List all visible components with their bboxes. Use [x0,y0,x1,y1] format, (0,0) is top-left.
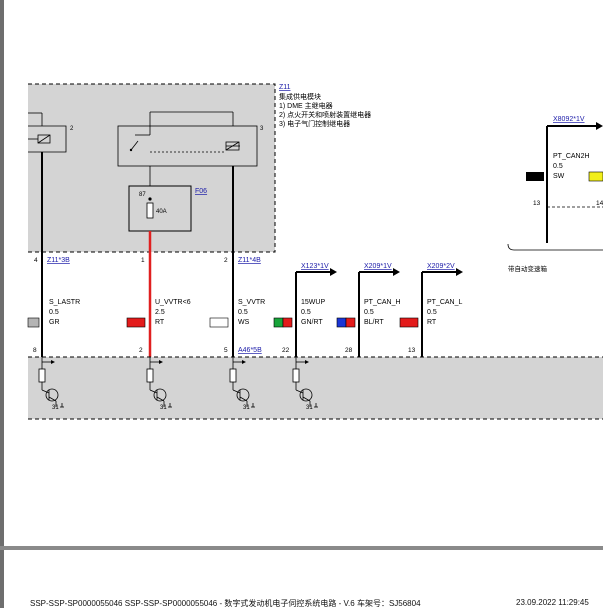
svg-text:RT: RT [155,319,165,326]
wire-3-bottom-conn-link[interactable]: A46*5B [238,347,262,354]
wire-6-label: PT_CAN_L 0.5 RT [427,299,463,326]
relay-left-pin: 2 [70,126,74,132]
side-wire-swatch-yellow [588,171,603,182]
footer-date: 23.09.2022 11:29:45 [516,598,589,607]
svg-text:PT_CAN2H: PT_CAN2H [553,153,590,160]
footer-text: SSP-SSP-SP0000055046 SSP-SSP-SP000005504… [30,599,421,608]
power-module-box [28,84,275,252]
wire-3-label: S_VVTR 0.5 WS [238,299,265,326]
wire-3-bottom-pin: 5 [224,347,228,354]
wire-5-bottom-pin: 28 [345,347,353,354]
page-footer: SSP-SSP-SP0000055046 SSP-SSP-SP000005504… [30,598,603,608]
wire-4-label: 15WUP 0.5 GN/RT [301,299,325,326]
option-bracket [507,243,603,251]
fuse-ref-link[interactable]: F06 [195,188,207,195]
wire-3-color-swatch-red [282,317,293,328]
svg-text:15WUP: 15WUP [301,299,325,306]
ground-label-1: 31 [52,405,59,411]
svg-text:0.5: 0.5 [301,309,311,316]
relay-left-coil-icon [37,134,51,144]
relay-switch-icon [130,140,139,151]
connector-x123-arrow-icon [296,268,337,276]
relay-left-box [28,125,67,153]
side-pin: 13 [533,200,541,207]
module-ref-link[interactable]: Z11 [279,84,291,91]
connector-x209-2-arrow-icon [422,268,463,276]
svg-text:RT: RT [427,319,437,326]
ecu-block [28,357,603,419]
wire-6-bottom-pin: 13 [408,347,416,354]
wire-3-top-pin: 2 [224,257,228,264]
wiring-diagram: 2 3 87 40A F06 Z11 集成供电模块 1) DME 主继电器 2)… [27,83,603,420]
svg-text:WS: WS [238,319,250,326]
wire-5-top-conn-link[interactable]: X209*1V [364,263,392,270]
wire-4-color-swatch-red [345,317,356,328]
svg-text:0.5: 0.5 [427,309,437,316]
relay-right-pin: 3 [260,126,264,132]
connector-x209-1-arrow-icon [359,268,400,276]
wire-1-bottom-pin: 8 [33,347,37,354]
module-title: 集成供电模块 [279,92,321,101]
svg-text:BL/RT: BL/RT [364,319,384,326]
wire-3-color-swatch-green [273,317,284,328]
svg-text:0.5: 0.5 [364,309,374,316]
transistor-4-icon [292,357,318,408]
transistor-1-icon [38,357,64,408]
svg-text:0.5: 0.5 [553,163,563,170]
wire-1-top-conn-link[interactable]: Z11*3B [47,257,70,264]
svg-text:S_LASTR: S_LASTR [49,299,80,306]
svg-text:GR: GR [49,319,60,326]
wire-3-top-conn-link[interactable]: Z11*4B [238,257,261,264]
module-item-2: 2) 点火开关和喷射装置继电器 [279,110,371,119]
side-pin-right: 14 [596,200,603,207]
relay-right-coil-icon [225,141,240,151]
fuse-box [128,185,192,232]
svg-text:U_VVTR<6: U_VVTR<6 [155,299,191,306]
wire-1-color-swatch [27,317,40,328]
wire-2-color-swatch [126,317,146,328]
fuse-rating: 40A [156,209,167,215]
ground-label-2: 31 [160,405,167,411]
svg-text:PT_CAN_H: PT_CAN_H [364,299,401,306]
module-item-1: 1) DME 主继电器 [279,101,333,110]
wire-6-top-conn-link[interactable]: X209*2V [427,263,455,270]
transistor-3-icon [229,357,255,408]
svg-text:SW: SW [553,173,565,180]
wire-2-label: U_VVTR<6 2.5 RT [155,299,191,326]
transistor-2-icon [146,357,172,408]
module-item-3: 3) 电子气门控制继电器 [279,119,350,128]
wire-1-label: S_LASTR 0.5 GR [49,299,80,326]
wire-1-top-pin: 4 [34,257,38,264]
wire-2-bottom-pin: 2 [139,347,143,354]
ground-label-4: 31 [306,405,313,411]
option-note: 带自动变速箱 [508,264,548,273]
side-connector-link[interactable]: X8092*1V [553,116,585,123]
relay-right-box [117,125,258,167]
page-left-border [0,0,4,608]
wire-2-top-pin: 1 [141,257,145,264]
svg-text:PT_CAN_L: PT_CAN_L [427,299,463,306]
svg-text:GN/RT: GN/RT [301,319,323,326]
wire-3-color-swatch [209,317,229,328]
wire-4-top-conn-link[interactable]: X123*1V [301,263,329,270]
fuse-pin: 87 [139,192,146,198]
power-module-border [28,83,276,253]
wire-5-label: PT_CAN_H 0.5 BL/RT [364,299,401,326]
svg-text:0.5: 0.5 [238,309,248,316]
page-separator [0,546,603,550]
svg-text:2.5: 2.5 [155,309,165,316]
wire-5-color-swatch [399,317,419,328]
ground-label-3: 31 [243,405,250,411]
wire-4-color-swatch-blue [336,317,347,328]
side-wire-swatch-black [526,172,544,181]
wire-4-bottom-pin: 22 [282,347,290,354]
svg-text:S_VVTR: S_VVTR [238,299,265,306]
side-wire-label: PT_CAN2H 0.5 SW [553,153,590,180]
svg-text:0.5: 0.5 [49,309,59,316]
side-connector-arrow-icon [547,122,603,130]
fuse-icon [146,202,154,219]
